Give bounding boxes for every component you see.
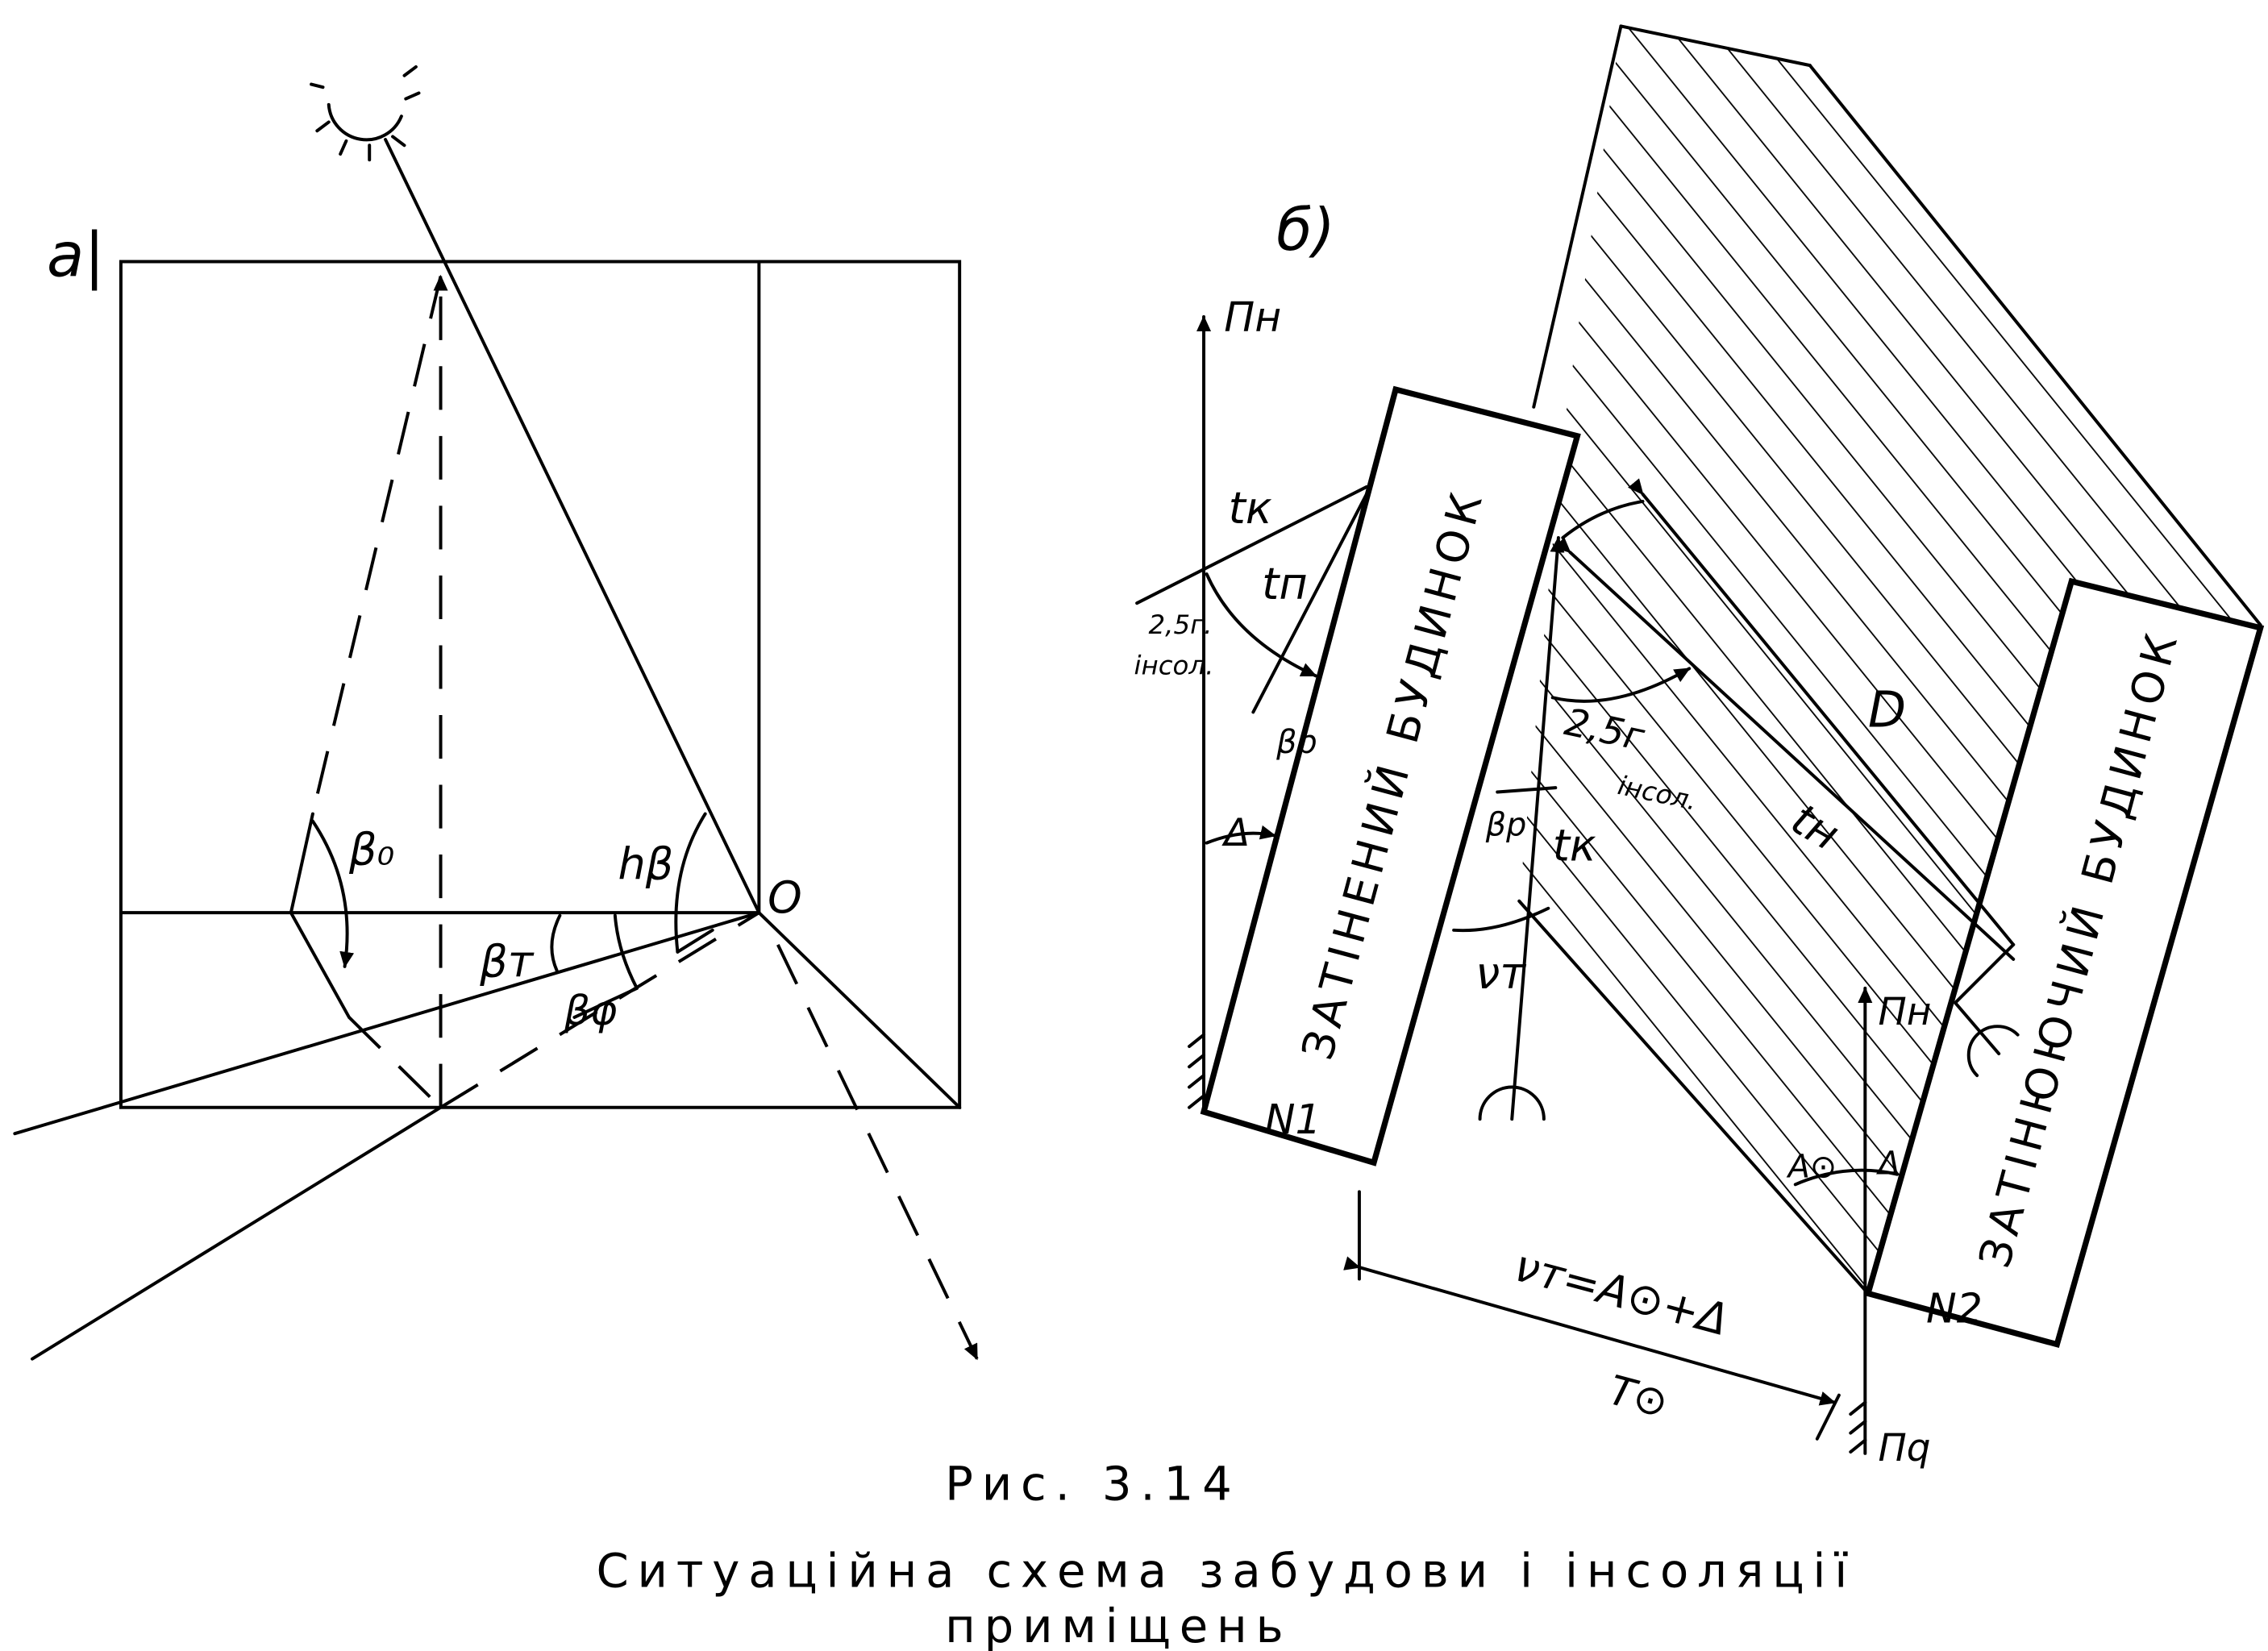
- formula-top: νт=A⊙+Δ: [1509, 1240, 1734, 1345]
- dimension-line: [1343, 1256, 1837, 1406]
- beta-p-left-label: βр: [1275, 724, 1317, 761]
- beta-t-label: βт: [479, 936, 535, 987]
- beta-f-label: βφ: [564, 987, 618, 1034]
- panel-b: б) Пн ЗАТІНЕНИЙ БУДИНОК N1 ЗАТІНЮЮЧИЙ БУ…: [1134, 24, 2265, 1470]
- figure-number: Рис. 3.14: [945, 1457, 1240, 1512]
- shadow-area: [1519, 26, 2261, 1294]
- south-label: Пq: [1879, 1426, 1931, 1470]
- delta-right-label: Δ: [1876, 1146, 1900, 1183]
- beta-p-right-label: βр: [1485, 807, 1526, 844]
- t-n-label: tп: [1262, 559, 1308, 609]
- beta-o-label: β₀: [348, 825, 394, 875]
- h-beta-label: hβ: [618, 839, 673, 890]
- t-k-left-label: tк: [1229, 483, 1272, 534]
- point-o-label: O: [768, 872, 802, 923]
- building-2: [1864, 577, 2265, 1349]
- nu-t-label: νт: [1475, 948, 1526, 999]
- building-1-number: N1: [1265, 1096, 1321, 1143]
- caption-title-line1: Ситуаційна схема забудови і інсоляції: [596, 1544, 1856, 1599]
- north-label-2: Пн: [1879, 990, 1932, 1034]
- insol-left-2: інсол.: [1134, 651, 1214, 681]
- building-1: [1200, 385, 1581, 1167]
- building-2-number: N2: [1926, 1285, 1983, 1333]
- shadow-d-label: D: [1868, 681, 1906, 738]
- insol-left-1: 2,5г.: [1149, 609, 1213, 640]
- panel-a: а| β₀ βт βφ hβ O: [13, 64, 979, 1361]
- north-label-1: Пн: [1224, 293, 1281, 341]
- sun-icon: [310, 64, 421, 162]
- panel-b-label: б): [1276, 197, 1335, 264]
- room-outline: [119, 260, 962, 1109]
- panel-a-label: а|: [47, 220, 105, 292]
- caption: Рис. 3.14 Ситуаційна схема забудови і ін…: [596, 1457, 1856, 1651]
- a-sun-label: A⊙: [1786, 1148, 1837, 1185]
- caption-title-line2: приміщень: [945, 1599, 1292, 1651]
- sun-ray: [384, 138, 761, 915]
- delta-left-label: Δ: [1221, 811, 1250, 855]
- observer-icon: [1478, 1085, 1546, 1121]
- t-k-right-label: tк: [1553, 820, 1596, 871]
- formula-bottom: T⊙: [1604, 1366, 1673, 1427]
